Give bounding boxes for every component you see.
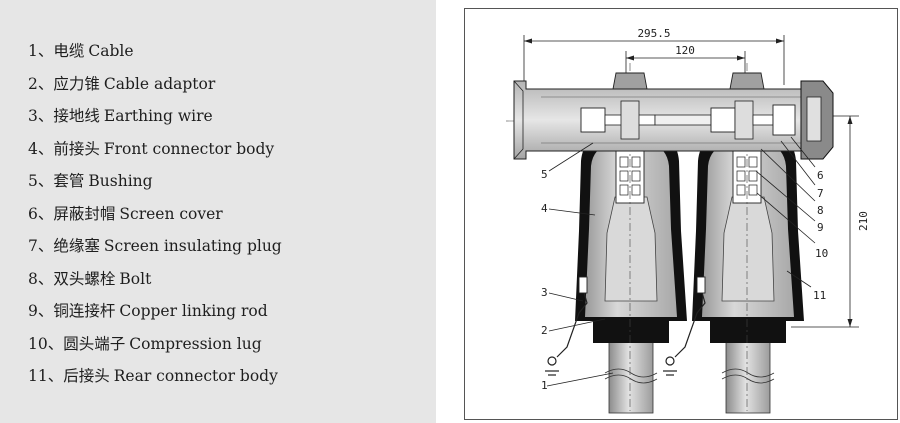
callout-2: 2 bbox=[541, 324, 548, 337]
callout-4: 4 bbox=[541, 202, 548, 215]
legend-item-en: Cable bbox=[88, 42, 134, 60]
dimension-arrows bbox=[524, 38, 853, 327]
bolt-right bbox=[710, 100, 796, 140]
callout-9: 9 bbox=[817, 221, 824, 234]
callout-3: 3 bbox=[541, 286, 548, 299]
legend-item-zh: 应力锥 bbox=[53, 74, 100, 93]
legend-item-en: Compression lug bbox=[129, 334, 262, 353]
legend-item-en: Rear connector body bbox=[113, 367, 278, 385]
legend-item-zh: 前接头 bbox=[53, 139, 100, 158]
screen-cover bbox=[800, 80, 834, 160]
dim-overall: 295.5 bbox=[637, 27, 670, 40]
rear-band-left bbox=[593, 319, 669, 343]
copper-linking-rod bbox=[654, 114, 712, 126]
legend-item-en: Screen cover bbox=[119, 204, 223, 223]
legend-item-num: 6、 bbox=[28, 204, 54, 223]
bolt-left bbox=[580, 100, 656, 140]
legend-item-num: 9、 bbox=[28, 302, 54, 320]
callout-11: 11 bbox=[813, 289, 826, 302]
legend-item-zh: 绝缘塞 bbox=[53, 237, 100, 255]
legend-item-en: Cable adaptor bbox=[103, 74, 216, 93]
legend-item-zh: 套管 bbox=[53, 172, 85, 190]
stress-cone-right bbox=[721, 196, 775, 302]
callout-5: 5 bbox=[541, 168, 548, 181]
legend-item-en: Bushing bbox=[88, 172, 153, 190]
legend-item-num: 5、 bbox=[28, 172, 54, 190]
legend-item-zh: 后接头 bbox=[63, 367, 110, 385]
legend-item-zh: 屏蔽封帽 bbox=[53, 204, 116, 223]
legend-item-en: Front connector body bbox=[103, 139, 275, 158]
diagram-frame: 295.5 120 210 bbox=[464, 8, 898, 420]
leader-lines bbox=[546, 136, 816, 387]
stress-cone-left bbox=[604, 196, 658, 302]
connector-diagram: 295.5 120 210 bbox=[506, 27, 870, 414]
callout-7: 7 bbox=[817, 187, 824, 200]
dim-height: 210 bbox=[857, 211, 870, 231]
legend-item-num: 3、 bbox=[28, 107, 54, 125]
legend-item-en: Earthing wire bbox=[103, 107, 213, 125]
top-cap-right bbox=[729, 72, 765, 90]
cable-break-lines bbox=[604, 368, 775, 384]
earthing-wire-right bbox=[663, 276, 706, 376]
legend-item-num: 7、 bbox=[28, 237, 54, 255]
legend-item-zh: 铜连接杆 bbox=[53, 302, 116, 320]
callout-6: 6 bbox=[817, 169, 824, 182]
callout-1: 1 bbox=[541, 379, 548, 392]
legend-item-en: Bolt bbox=[119, 269, 152, 288]
legend-item-en: Copper linking rod bbox=[119, 302, 268, 320]
dim-spacing: 120 bbox=[675, 44, 695, 57]
legend-item-num: 11、 bbox=[28, 367, 64, 385]
legend-item-num: 2、 bbox=[28, 74, 54, 93]
earthing-wire-left bbox=[545, 276, 588, 376]
top-cap-left bbox=[612, 72, 648, 90]
rear-band-right bbox=[710, 319, 786, 343]
legend-item-zh: 圆头端子 bbox=[63, 334, 126, 353]
callout-8: 8 bbox=[817, 204, 824, 217]
legend-item-num: 8、 bbox=[28, 269, 54, 288]
legend-item-num: 4、 bbox=[28, 139, 54, 158]
legend-item-zh: 接地线 bbox=[53, 107, 100, 125]
legend-item-zh: 电缆 bbox=[53, 42, 85, 60]
dimension-lines bbox=[523, 35, 859, 328]
legend-item-num: 1、 bbox=[28, 42, 54, 60]
legend-item-num: 10、 bbox=[28, 334, 64, 353]
legend-item-zh: 双头螺栓 bbox=[53, 269, 116, 288]
legend-item-en: Screen insulating plug bbox=[103, 237, 282, 255]
callout-10: 10 bbox=[815, 247, 828, 260]
